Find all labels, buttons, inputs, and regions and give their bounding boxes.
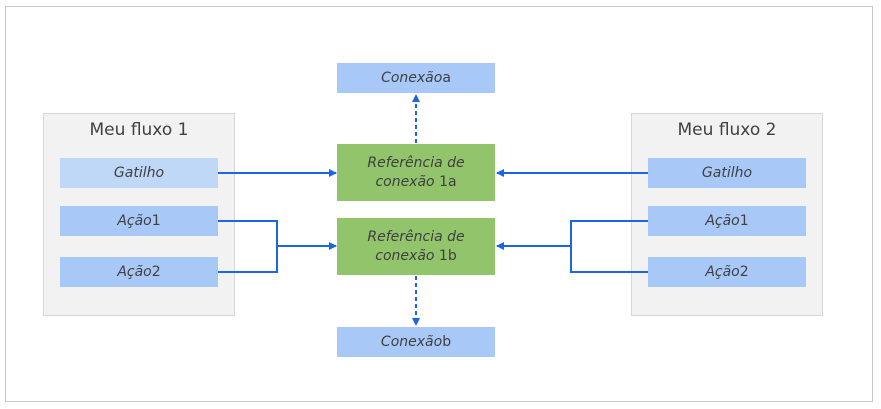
- reference-1a-line1: Referência de: [367, 155, 465, 172]
- flow-2-action-1: Ação 1: [648, 206, 806, 236]
- flow-2-trigger-label: Gatilho: [701, 164, 753, 181]
- flow-2-trigger: Gatilho: [648, 158, 806, 188]
- connection-a-suffix: a: [442, 69, 451, 86]
- flow-2-action-2-label: Ação: [705, 263, 740, 280]
- reference-1b-line2: conexão: [375, 247, 435, 264]
- connection-reference-1b: Referência de conexão 1b: [337, 218, 495, 275]
- flow-1-action-1: Ação 1: [60, 206, 218, 236]
- reference-1b-line1: Referência de: [367, 229, 465, 246]
- flow-2-action-2: Ação 2: [648, 257, 806, 287]
- flow-2-action-1-num: 1: [739, 212, 749, 229]
- connection-b-label: Conexão: [380, 333, 443, 350]
- flow-1-action-2-label: Ação: [117, 263, 152, 280]
- flow-1-action-1-label: Ação: [117, 212, 152, 229]
- reference-1b-line2-wrap: conexão 1b: [375, 247, 456, 265]
- line-flow1-action1: [218, 220, 278, 273]
- flow-1-trigger: Gatilho: [60, 158, 218, 188]
- flow-2-action-2-num: 2: [739, 263, 749, 280]
- reference-1a-line2-wrap: conexão 1a: [375, 173, 456, 191]
- flow-title-1: Meu fluxo 1: [89, 120, 189, 140]
- reference-1a-line2: conexão: [375, 173, 435, 190]
- line-flow2-actions: [570, 220, 648, 273]
- flow-1-action-2: Ação 2: [60, 257, 218, 287]
- flow-2-action-1-label: Ação: [705, 212, 740, 229]
- reference-1b-id: 1b: [434, 247, 457, 264]
- connection-b: Conexão b: [337, 327, 495, 357]
- connection-a: Conexão a: [337, 63, 495, 93]
- connection-reference-1a: Referência de conexão 1a: [337, 144, 495, 201]
- flow-1-action-1-num: 1: [151, 212, 161, 229]
- connection-a-label: Conexão: [381, 69, 443, 86]
- reference-1a-id: 1a: [434, 173, 457, 190]
- flow-title-2: Meu fluxo 2: [677, 120, 777, 140]
- flow-1-trigger-label: Gatilho: [113, 164, 165, 181]
- flow-1-action-2-num: 2: [151, 263, 161, 280]
- connection-b-suffix: b: [442, 333, 452, 350]
